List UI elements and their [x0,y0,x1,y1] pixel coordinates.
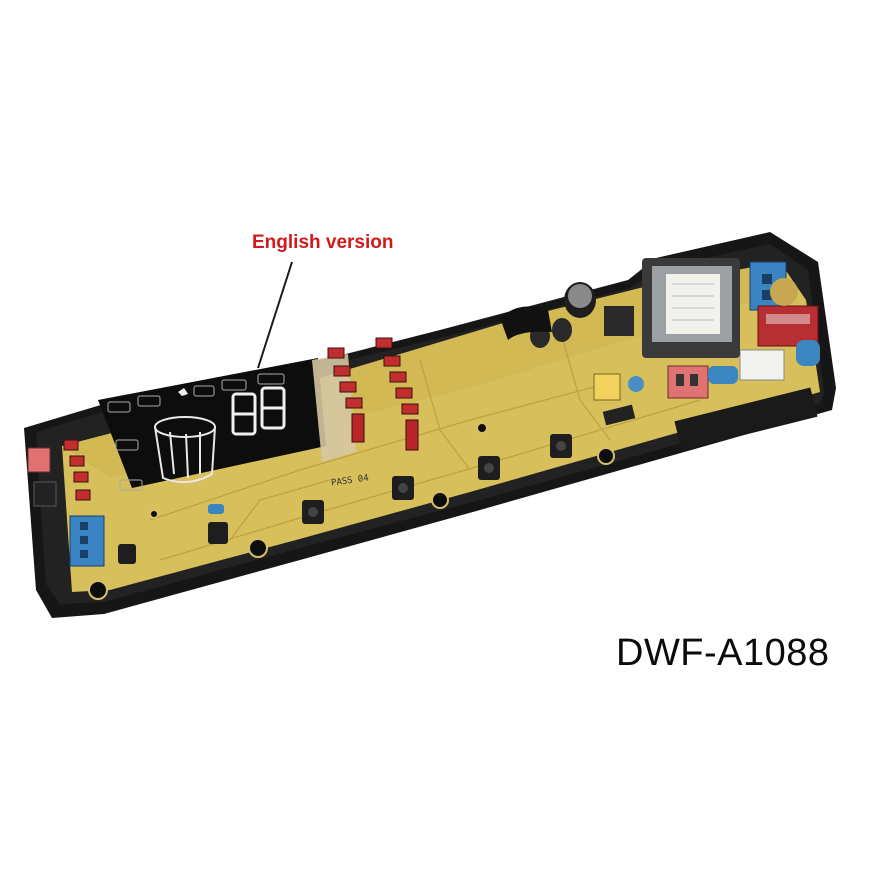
model-code: DWF-A1088 [616,632,830,674]
drum-icon [154,416,216,484]
mode-indicators [107,373,285,491]
relay [757,305,819,347]
seven-segment-display [231,386,286,436]
indicator-leds [63,337,419,501]
tap-icon [178,388,188,396]
tactile-buttons [118,434,572,564]
transformer [642,258,740,358]
mounting-holes [88,422,615,600]
capacitors [208,278,820,514]
annotation-label: English version [252,232,394,253]
display-module [98,354,356,491]
connectors [27,261,787,567]
diode-array [602,387,818,451]
